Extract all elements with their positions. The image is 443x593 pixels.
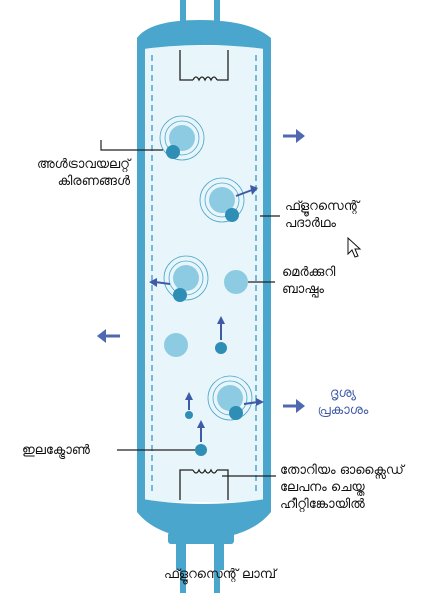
electron-1 xyxy=(215,342,227,354)
leader-lines xyxy=(100,140,280,477)
bottom-end-cap xyxy=(137,498,271,540)
excited-atom-2 xyxy=(199,177,245,223)
electron-3 xyxy=(185,411,193,419)
uv-rays-label: അൾട്രാവയലറ്റ് കിരണങ്ങൾ xyxy=(37,157,130,189)
bottom-heating-coil xyxy=(179,468,229,500)
tube-body xyxy=(141,46,267,502)
visible-light-label: ദൃശ്യ പ്രകാശം xyxy=(317,386,369,418)
tube-left-wall xyxy=(137,46,145,502)
phosphor-label: ഫ്ളൂറസെന്റ് പദാർഥം xyxy=(285,199,359,231)
heating-coil-label: തോറിയം ഓക്സൈഡ് ലേപനം ചെയ്ത ഹീറ്റിങ്കോയിൽ xyxy=(280,463,404,512)
mercury-vapour-label: മെർക്കുറി ബാഷ്പം xyxy=(282,265,336,297)
excited-atom-4 xyxy=(207,375,253,421)
mercury-atom-1 xyxy=(224,270,248,294)
mouse-cursor-icon xyxy=(347,236,362,258)
top-heating-coil xyxy=(179,50,229,82)
top-end-cap xyxy=(137,20,271,50)
excited-atom-3 xyxy=(163,255,209,302)
phosphor-coating xyxy=(151,55,257,495)
excited-atom-1 xyxy=(159,115,205,161)
tube-right-wall xyxy=(263,46,271,502)
emitted-light-arrows xyxy=(97,129,305,413)
diagram-caption: ഫ്ളൂറസെന്റ് ലാമ്പ് xyxy=(163,567,277,582)
electron-2 xyxy=(195,444,207,456)
electron-label: ഇലക്ട്രോൺ xyxy=(22,443,91,458)
mercury-atom-2 xyxy=(164,333,188,357)
lamp-pins xyxy=(180,0,220,593)
electron-motion-arrows xyxy=(149,185,264,442)
